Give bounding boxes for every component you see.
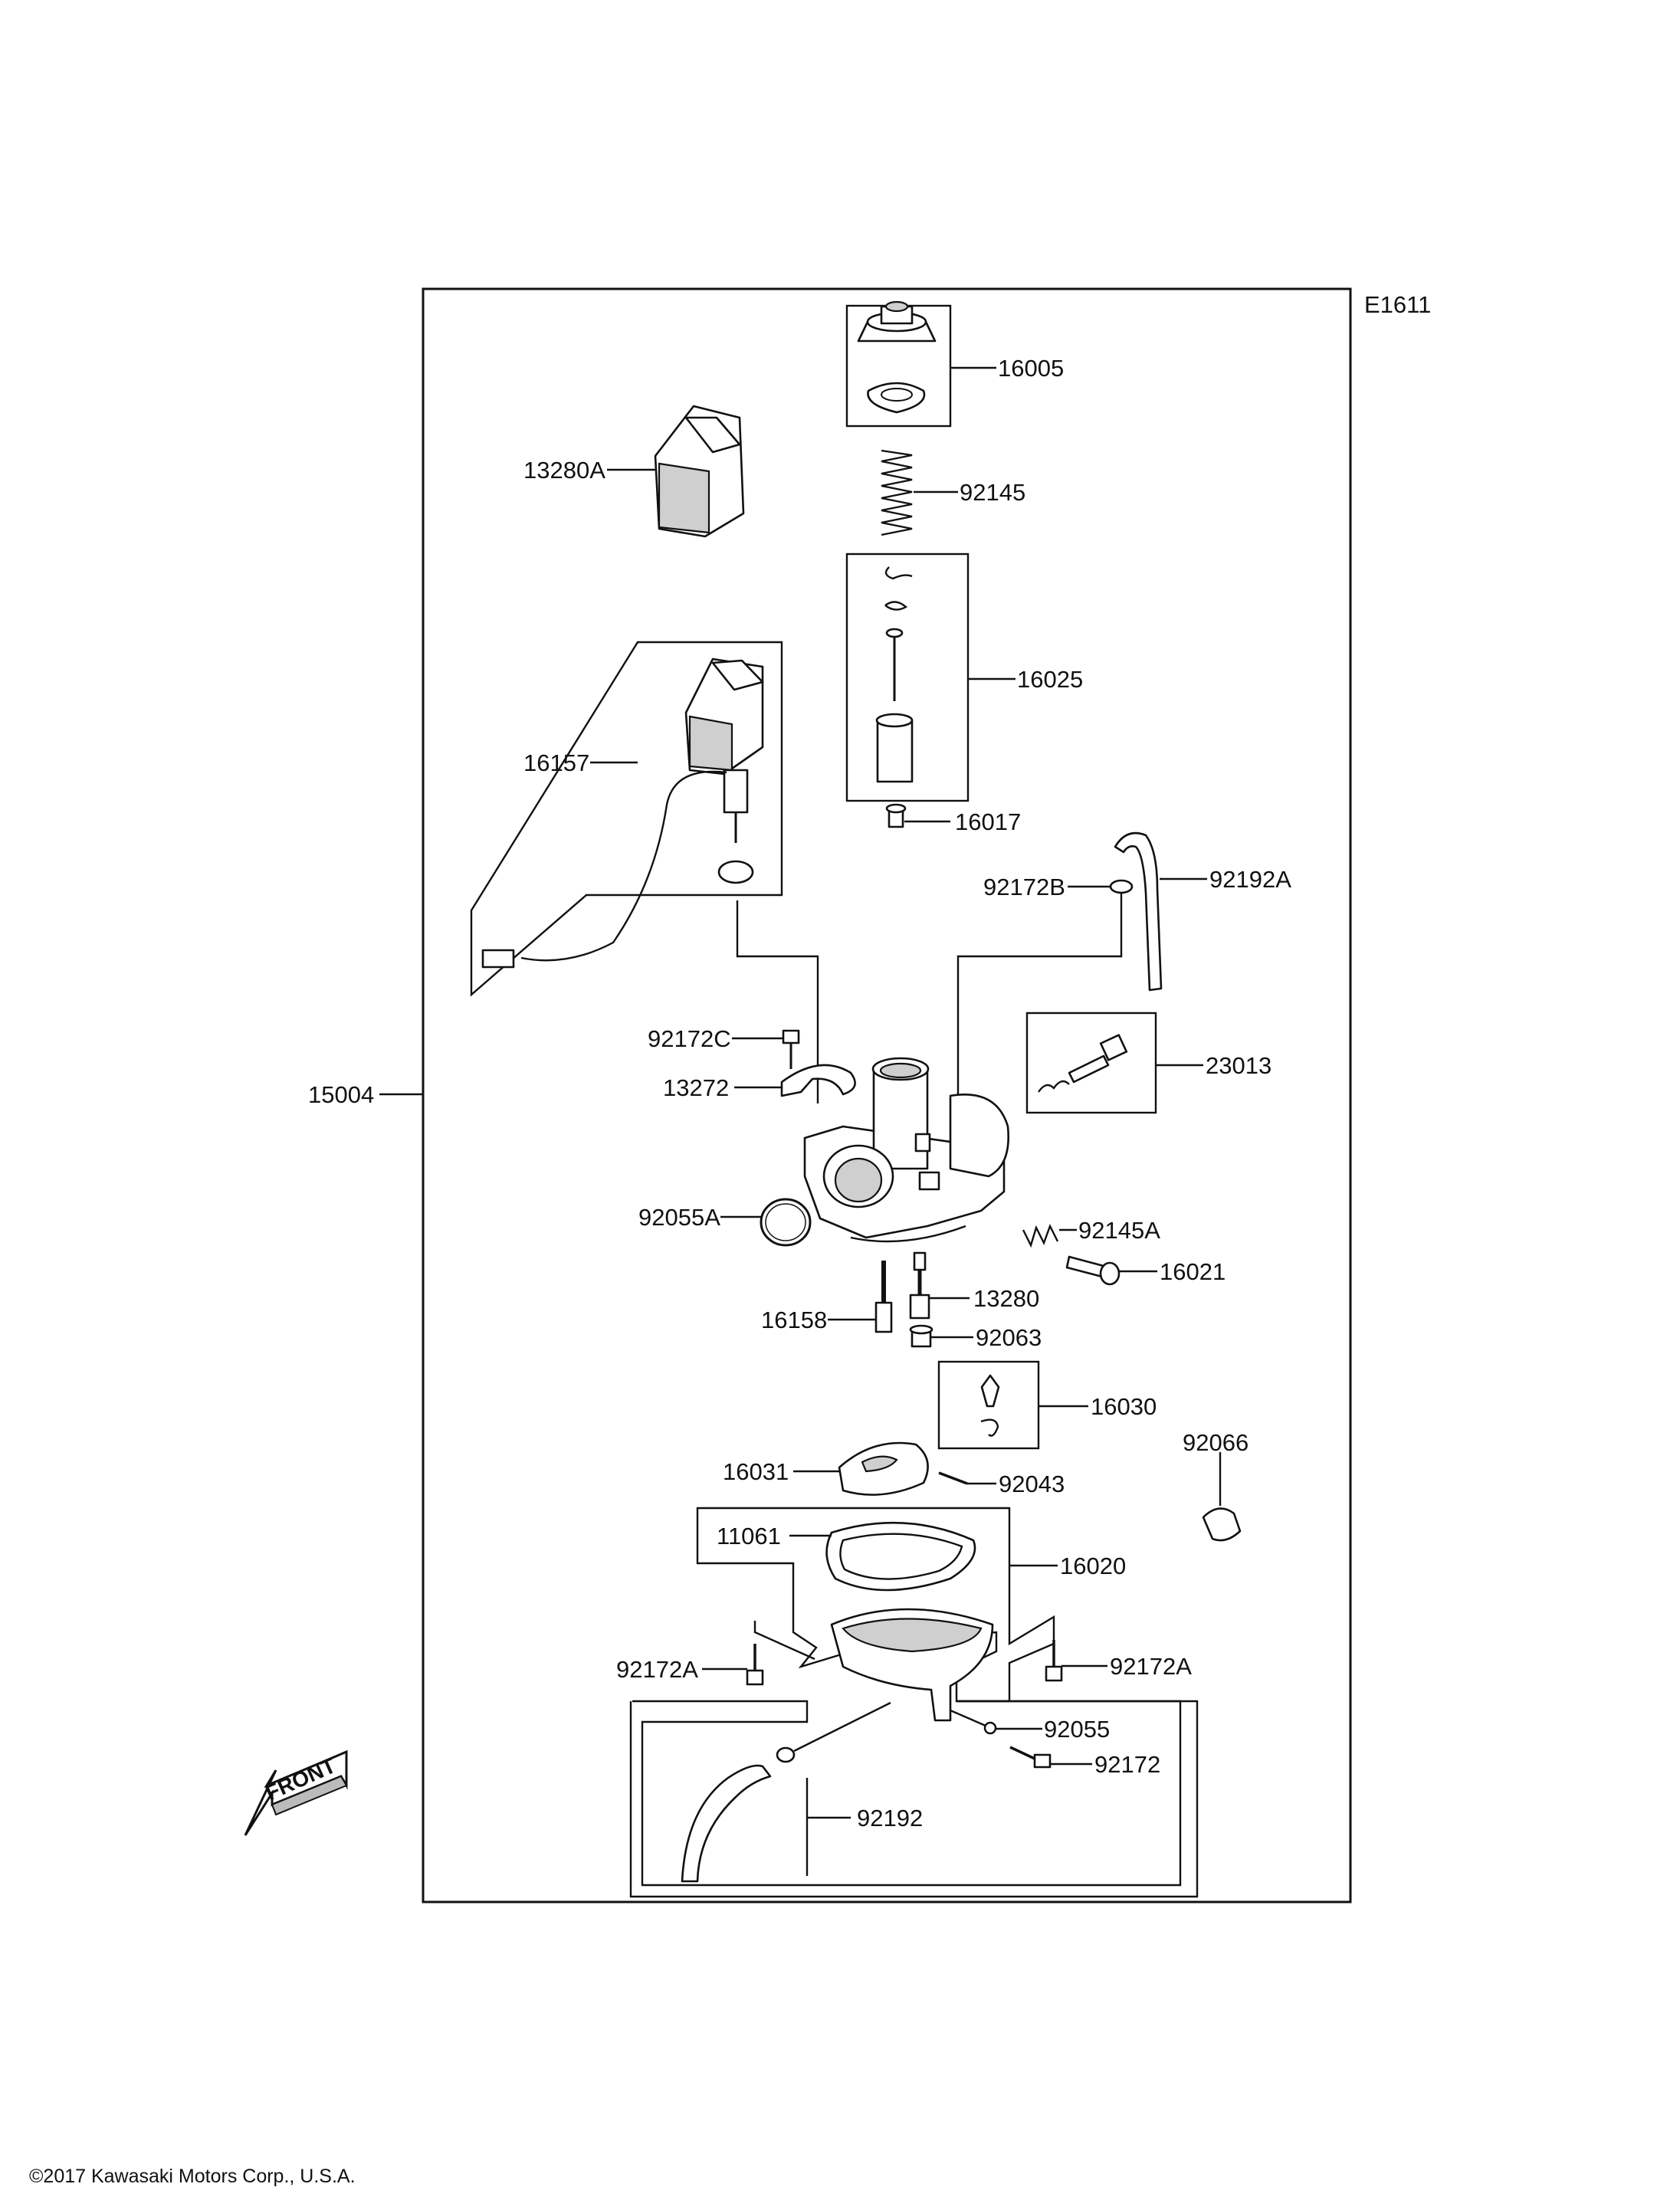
label-92172: 92172 <box>1094 1751 1160 1778</box>
part-carburetor-body[interactable] <box>803 1057 1009 1243</box>
label-16021: 16021 <box>1160 1258 1226 1285</box>
label-92172A-left: 92172A <box>616 1656 698 1683</box>
part-23013-screw-set[interactable] <box>1025 1012 1157 1114</box>
part-11061-gasket[interactable] <box>825 1521 976 1592</box>
part-13272-clamp[interactable] <box>780 1064 856 1097</box>
label-16020: 16020 <box>1060 1553 1126 1579</box>
label-92055: 92055 <box>1044 1716 1110 1743</box>
label-92055A: 92055A <box>638 1204 720 1231</box>
part-16021-screw[interactable] <box>1065 1255 1121 1286</box>
label-92043: 92043 <box>999 1471 1065 1497</box>
part-92172A-screw-right[interactable] <box>1045 1640 1063 1682</box>
part-13280-jet[interactable] <box>909 1251 930 1320</box>
label-16030: 16030 <box>1091 1393 1157 1420</box>
part-92192-drain-tube[interactable] <box>681 1746 796 1883</box>
label-16025: 16025 <box>1017 666 1083 693</box>
part-92043-pin[interactable] <box>938 1471 968 1485</box>
front-arrow-icon: FRONT <box>244 1749 348 1836</box>
group-outline-92192 <box>632 1700 1182 1887</box>
part-16158-jet[interactable] <box>874 1261 893 1333</box>
label-92145: 92145 <box>960 479 1025 506</box>
part-92172B-clip[interactable] <box>1109 879 1134 894</box>
part-92063-plug[interactable] <box>909 1324 934 1348</box>
copyright-notice: ©2017 Kawasaki Motors Corp., U.S.A. <box>29 2166 356 2187</box>
part-float-chamber[interactable] <box>830 1608 994 1722</box>
label-92063: 92063 <box>976 1324 1042 1351</box>
label-92172A-right: 92172A <box>1110 1653 1192 1680</box>
label-16157: 16157 <box>523 749 589 776</box>
label-13280A: 13280A <box>523 457 605 484</box>
part-16005-cap[interactable] <box>845 300 952 428</box>
label-92172C: 92172C <box>648 1025 731 1052</box>
part-92145A-spring[interactable] <box>1022 1223 1059 1248</box>
label-92066: 92066 <box>1183 1429 1249 1456</box>
part-16025-throttle-valve[interactable] <box>845 553 970 802</box>
label-92172B: 92172B <box>983 874 1065 900</box>
part-92066-cap[interactable] <box>1202 1452 1242 1542</box>
part-92055-o-ring[interactable] <box>983 1721 997 1735</box>
label-13280: 13280 <box>973 1285 1039 1312</box>
part-16157-auto-choke[interactable] <box>470 641 783 997</box>
part-92172A-screw-left[interactable] <box>746 1644 764 1686</box>
label-92192: 92192 <box>857 1805 923 1831</box>
label-16031: 16031 <box>723 1458 789 1485</box>
part-13280A-cover[interactable] <box>654 405 745 538</box>
part-16031-float[interactable] <box>838 1441 929 1496</box>
part-92172-screw[interactable] <box>1009 1746 1052 1769</box>
label-92192A: 92192A <box>1209 866 1291 893</box>
part-16030-float-valve[interactable] <box>937 1360 1040 1450</box>
part-92172C-screw[interactable] <box>782 1029 800 1069</box>
part-92055A-o-ring[interactable] <box>760 1198 812 1247</box>
label-13272: 13272 <box>663 1074 729 1101</box>
label-16005: 16005 <box>998 355 1064 382</box>
label-16017: 16017 <box>955 808 1021 835</box>
part-92192A-tube[interactable] <box>1114 831 1163 992</box>
label-16158: 16158 <box>761 1307 827 1333</box>
assembly-frame-15004 <box>422 287 1352 1904</box>
label-11061: 11061 <box>717 1523 781 1549</box>
label-15004: 15004 <box>308 1081 374 1108</box>
label-23013: 23013 <box>1206 1052 1271 1079</box>
diagram-code: E1611 <box>1364 291 1431 318</box>
part-92145-spring[interactable] <box>881 449 913 536</box>
label-92145A: 92145A <box>1078 1217 1160 1244</box>
part-16017-jet[interactable] <box>885 803 907 828</box>
